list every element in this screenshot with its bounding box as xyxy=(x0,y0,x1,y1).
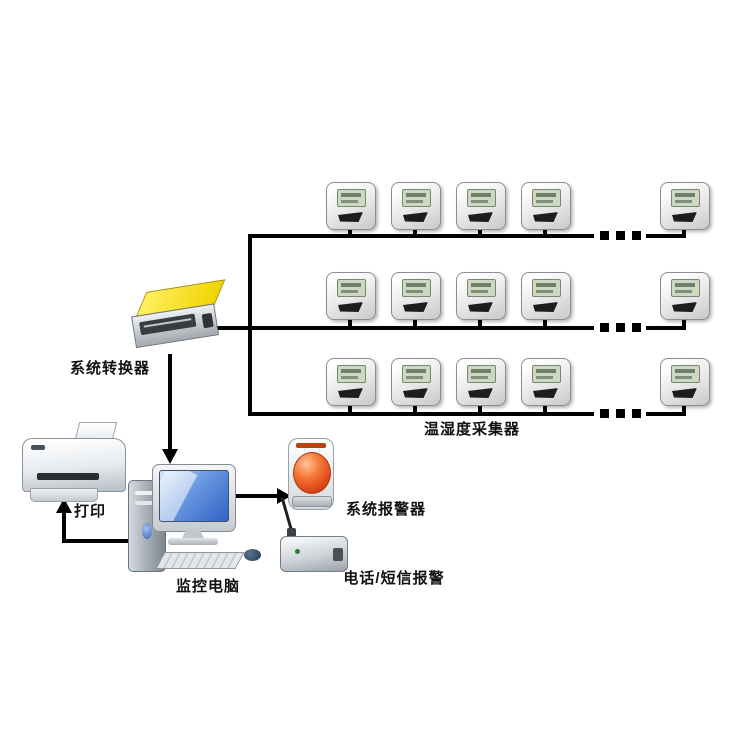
sensor-lcd-display xyxy=(671,279,700,297)
sensor-device xyxy=(456,358,506,406)
sensor-device xyxy=(326,272,376,320)
sensor-lcd-display xyxy=(337,189,366,207)
modem-body xyxy=(280,536,348,572)
bus-row-1 xyxy=(248,228,686,240)
sensor-lcd-display xyxy=(671,189,700,207)
printer-output-slot xyxy=(37,473,99,480)
sensor-device xyxy=(456,182,506,230)
label-siren: 系统报警器 xyxy=(345,501,427,518)
label-computer: 监控电脑 xyxy=(175,578,241,595)
ellipsis-dot xyxy=(632,323,641,332)
bus-row-2 xyxy=(200,318,686,332)
sensor-device xyxy=(660,182,710,230)
sensor-vent xyxy=(338,302,363,312)
label-sms-alarm: 电话/短信报警 xyxy=(343,570,445,587)
computer-device xyxy=(104,462,268,574)
sensor-lcd-display xyxy=(671,365,700,383)
sensor-vent xyxy=(533,388,558,398)
ellipsis-dot xyxy=(616,231,625,240)
gsm-modem-device xyxy=(280,497,350,572)
sensor-vent xyxy=(533,302,558,312)
sensor-device xyxy=(521,272,571,320)
ellipsis-dot xyxy=(632,231,641,240)
ellipsis-dot xyxy=(600,323,609,332)
sensor-lcd-display xyxy=(467,279,496,297)
sensor-lcd-display xyxy=(532,365,561,383)
sensor-device xyxy=(391,358,441,406)
sensor-vent xyxy=(672,302,697,312)
printer-device xyxy=(22,422,128,504)
sensor-device xyxy=(326,182,376,230)
ellipsis-dot xyxy=(632,409,641,418)
sensor-vent xyxy=(468,388,493,398)
sensor-lcd-display xyxy=(337,279,366,297)
sensor-vent xyxy=(672,388,697,398)
sensor-device xyxy=(391,182,441,230)
printer-body xyxy=(22,438,126,492)
sensor-vent xyxy=(403,212,428,222)
modem-port xyxy=(333,548,343,561)
sensor-vent xyxy=(468,302,493,312)
sensor-vent xyxy=(672,212,697,222)
status-led-icon xyxy=(295,549,300,554)
sensor-device xyxy=(456,272,506,320)
ellipsis-dot xyxy=(600,409,609,418)
siren-cap xyxy=(296,443,326,448)
ellipsis-dot xyxy=(600,231,609,240)
sensor-lcd-display xyxy=(402,365,431,383)
ellipsis-dot xyxy=(616,409,625,418)
ellipsis-dot xyxy=(616,323,625,332)
sensor-lcd-display xyxy=(402,189,431,207)
label-printer: 打印 xyxy=(73,503,107,520)
monitor-neck xyxy=(182,530,204,538)
arrow-computer-to-siren xyxy=(232,488,291,504)
siren-base xyxy=(292,496,332,507)
converter-label-strip xyxy=(139,313,197,336)
sensor-device xyxy=(521,182,571,230)
sensor-lcd-display xyxy=(337,365,366,383)
keyboard xyxy=(155,552,245,569)
bus-row-3 xyxy=(248,404,686,418)
serial-port-icon xyxy=(201,312,214,329)
sensor-vent xyxy=(338,212,363,222)
monitor-base xyxy=(168,538,218,545)
sensor-lcd-display xyxy=(467,365,496,383)
arrow-computer-to-printer xyxy=(56,498,132,543)
power-button-icon xyxy=(142,523,152,539)
sensor-vent xyxy=(468,212,493,222)
antenna-mount xyxy=(287,528,296,538)
sensor-vent xyxy=(338,388,363,398)
computer-screen xyxy=(159,470,229,522)
siren-lamp xyxy=(293,452,331,494)
sensor-vent xyxy=(403,302,428,312)
computer-monitor xyxy=(152,464,236,532)
sensor-device xyxy=(391,272,441,320)
sensor-device xyxy=(521,358,571,406)
mouse xyxy=(244,549,261,561)
sensor-device xyxy=(660,358,710,406)
sensor-device xyxy=(660,272,710,320)
sensor-vent xyxy=(403,388,428,398)
label-sensors: 温湿度采集器 xyxy=(423,421,521,438)
siren-device xyxy=(288,438,334,510)
printer-tray xyxy=(30,488,98,502)
sensor-lcd-display xyxy=(532,279,561,297)
sensor-lcd-display xyxy=(402,279,431,297)
printer-panel xyxy=(31,445,45,450)
arrow-converter-to-computer xyxy=(162,354,178,464)
label-converter: 系统转换器 xyxy=(69,360,151,377)
sensor-device xyxy=(326,358,376,406)
sensor-lcd-display xyxy=(532,189,561,207)
sensor-lcd-display xyxy=(467,189,496,207)
sensor-vent xyxy=(533,212,558,222)
